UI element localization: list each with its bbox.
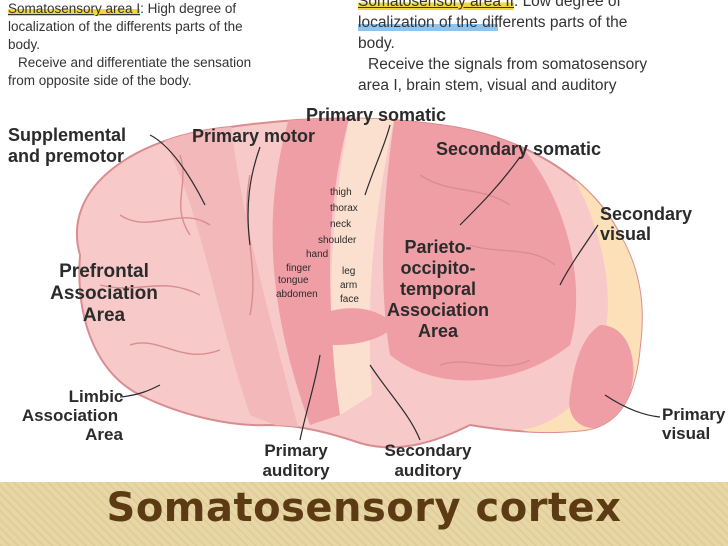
area-2-line2-highlight: localization of the dif: [358, 14, 498, 31]
somatosensory-area-2-description: Somatosensory area II: Low degree of loc…: [358, 0, 723, 110]
area-1-label: Somatosensory area I: [8, 1, 140, 16]
body-thigh: thigh: [330, 187, 352, 198]
body-leg: leg: [342, 266, 355, 277]
area-1-line5: from opposite side of the body.: [8, 72, 338, 90]
body-arm: arm: [340, 280, 357, 291]
footer-banner: Somatosensory cortex: [0, 482, 728, 546]
somatosensory-area-1-description: Somatosensory area I: High degree of loc…: [8, 0, 338, 94]
label-primary-auditory-2: auditory: [262, 461, 330, 480]
body-abdomen: abdomen: [276, 289, 318, 300]
body-hand: hand: [306, 249, 328, 260]
area-1-line1: : High degree of: [140, 1, 236, 16]
label-secondary-auditory-1: Secondary: [385, 441, 472, 460]
body-neck: neck: [330, 219, 352, 230]
body-tongue: tongue: [278, 275, 309, 286]
label-supplemental-2: and premotor: [8, 146, 124, 166]
label-parieto-2: occipito-: [401, 258, 476, 278]
label-primary-visual-1: Primary: [662, 405, 726, 424]
label-secondary-visual-1: Secondary: [600, 204, 692, 224]
area-2-line5: area I, brain stem, visual and auditory: [358, 75, 723, 96]
label-limbic-1: Limbic: [69, 387, 124, 406]
area-2-line4: Receive the signals from somatosensory: [368, 56, 647, 73]
area-2-line3: body.: [358, 33, 723, 54]
area-1-line4: Receive and differentiate the sensation: [18, 55, 251, 70]
label-prefrontal-3: Area: [83, 305, 126, 326]
area-2-line1: : Low degree of: [514, 0, 621, 10]
label-primary-somatic: Primary somatic: [306, 105, 446, 125]
label-prefrontal-2: Association: [50, 283, 158, 304]
label-primary-auditory-1: Primary: [264, 441, 328, 460]
label-parieto-3: temporal: [400, 279, 476, 299]
label-secondary-visual-2: visual: [600, 224, 651, 244]
area-2-label: Somatosensory area II: [358, 0, 514, 10]
area-1-line2: localization of the differents parts of …: [8, 18, 338, 36]
area-1-line3: body.: [8, 36, 338, 54]
body-face: face: [340, 294, 359, 305]
label-parieto-4: Association: [387, 300, 489, 320]
body-shoulder: shoulder: [318, 235, 357, 246]
body-finger: finger: [286, 263, 312, 274]
label-parieto-5: Area: [418, 321, 459, 341]
label-secondary-somatic: Secondary somatic: [436, 139, 601, 159]
brain-diagram: Supplemental and premotor Primary motor …: [0, 95, 728, 485]
label-limbic-2: Association: [22, 406, 118, 425]
label-limbic-3: Area: [85, 425, 123, 444]
slide-title: Somatosensory cortex: [0, 485, 728, 531]
label-supplemental-1: Supplemental: [8, 125, 126, 145]
label-parieto-1: Parieto-: [404, 237, 471, 257]
label-primary-motor: Primary motor: [192, 126, 315, 146]
body-thorax: thorax: [330, 203, 358, 214]
area-2-line2: ferents parts of the: [498, 14, 627, 31]
label-prefrontal-1: Prefrontal: [59, 261, 149, 282]
label-primary-visual-2: visual: [662, 424, 710, 443]
label-secondary-auditory-2: auditory: [394, 461, 462, 480]
